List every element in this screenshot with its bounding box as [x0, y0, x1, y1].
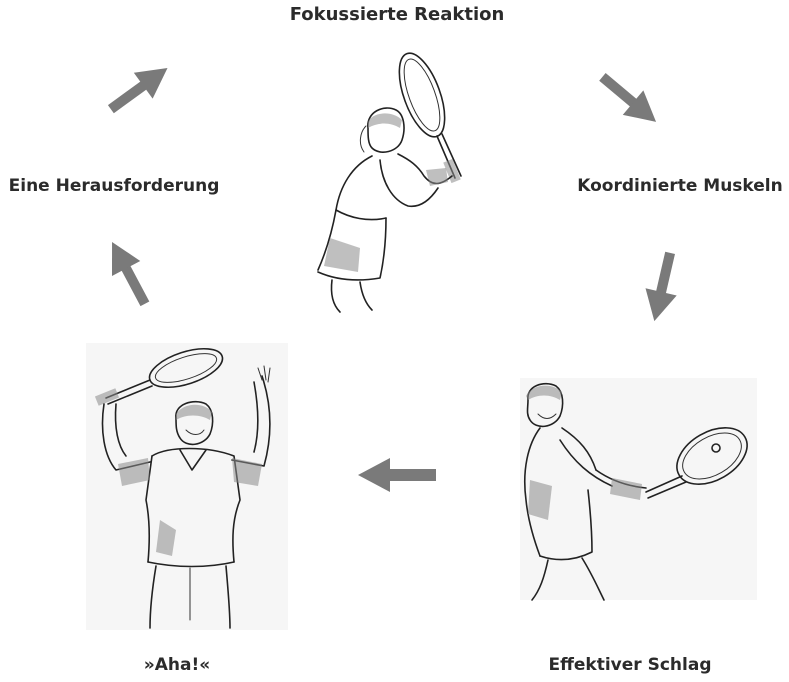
illustration-focused-reaction	[318, 47, 461, 312]
arrow-bottom-left-to-left	[98, 234, 159, 311]
arrow-bottom-right-to-left	[358, 458, 436, 492]
illustration-effective-stroke	[520, 378, 757, 600]
step-label-aha: »Aha!«	[144, 655, 210, 675]
arrow-top-to-right	[592, 65, 666, 135]
step-label-focused-reaction: Fokussierte Reaktion	[290, 4, 505, 25]
step-label-effective-stroke: Effektiver Schlag	[549, 655, 712, 675]
arrow-right-to-bottom	[639, 249, 686, 324]
step-label-coordinated-muscles: Koordinierte Muskeln	[577, 176, 782, 196]
step-label-challenge: Eine Herausforderung	[9, 176, 220, 196]
illustration-aha	[86, 341, 288, 630]
arrow-left-to-top	[101, 55, 176, 122]
